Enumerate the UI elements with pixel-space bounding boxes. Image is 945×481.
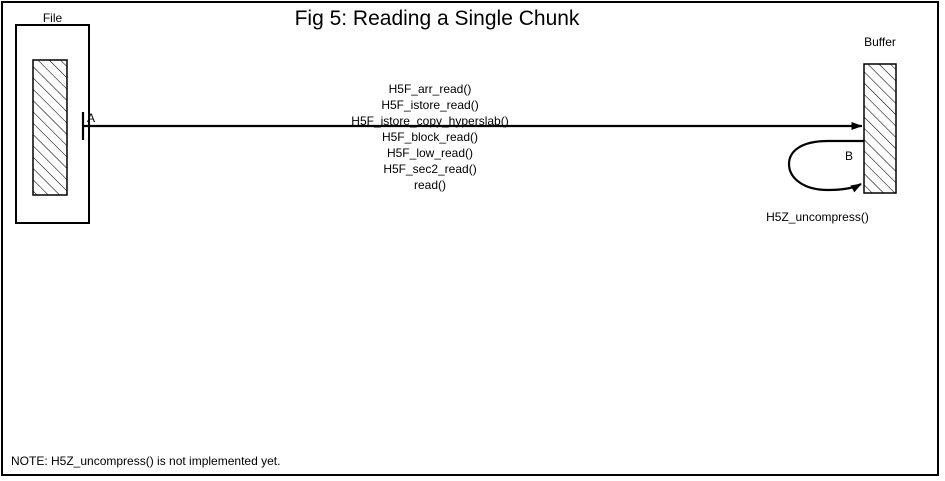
call-stack-item: read() xyxy=(413,178,446,192)
loop-arrow-path xyxy=(787,139,864,193)
call-stack-list: H5F_arr_read() H5F_istore_read() H5F_ist… xyxy=(330,81,530,193)
arrow-marker-a: A xyxy=(87,111,96,125)
figure-title: Fig 5: Reading a Single Chunk xyxy=(294,7,580,30)
call-stack-item: H5F_istore_copy_hyperslab() xyxy=(351,114,509,128)
call-stack-item: H5F_block_read() xyxy=(381,130,479,144)
file-chunk-hatched xyxy=(32,59,68,196)
figure-note: NOTE: H5Z_uncompress() is not implemente… xyxy=(11,454,281,468)
buffer-box-label: Buffer xyxy=(864,35,896,49)
file-box-label: File xyxy=(42,11,63,25)
buffer-rect-hatched xyxy=(863,63,897,194)
arrow-marker-b: B xyxy=(845,149,854,163)
call-stack-item: H5F_sec2_read() xyxy=(383,162,477,176)
call-stack-item: H5F_istore_read() xyxy=(381,98,479,112)
call-stack-item: H5F_arr_read() xyxy=(388,82,472,96)
call-stack-item: H5F_low_read() xyxy=(386,146,474,160)
loop-arrow-label: H5Z_uncompress() xyxy=(766,210,869,224)
